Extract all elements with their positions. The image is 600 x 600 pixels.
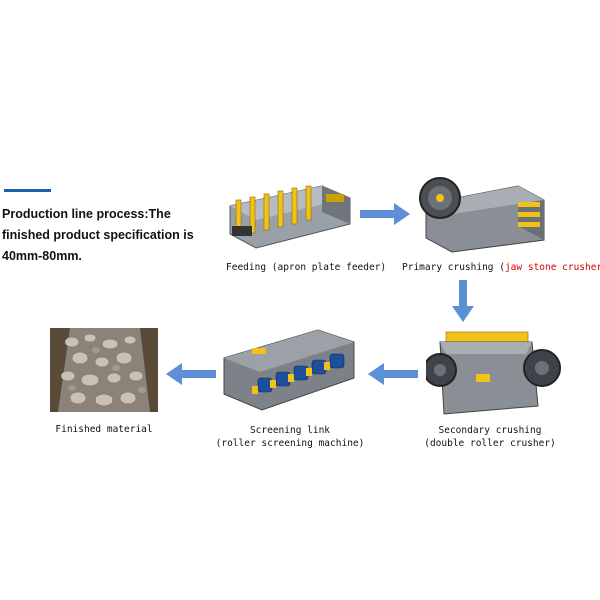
primary-caption-prefix: Primary crushing ( bbox=[402, 262, 505, 273]
arrow-down-icon bbox=[451, 280, 475, 322]
primary-caption-highlight: jaw stone crusher bbox=[504, 262, 600, 273]
double-roller-crusher-image bbox=[426, 324, 564, 420]
description-line-3: 40mm-80mm. bbox=[2, 249, 82, 263]
screening-caption: Screening link (roller screening machine… bbox=[210, 424, 370, 450]
arrow-left-icon bbox=[166, 362, 216, 386]
screening-caption-line-2: (roller screening machine) bbox=[215, 438, 365, 449]
feeding-caption: Feeding (apron plate feeder) bbox=[226, 262, 387, 273]
primary-crushing-caption: Primary crushing (jaw stone crusher) bbox=[402, 262, 600, 273]
finished-material-photo bbox=[50, 328, 158, 412]
secondary-crushing-caption: Secondary crushing (double roller crushe… bbox=[414, 424, 566, 450]
secondary-caption-line-2: (double roller crusher) bbox=[424, 438, 556, 449]
secondary-caption-line-1: Secondary crushing bbox=[438, 425, 542, 436]
arrow-right-icon bbox=[360, 202, 410, 226]
arrow-left-icon bbox=[368, 362, 418, 386]
description-line-1: Production line process:The bbox=[2, 207, 171, 221]
screening-caption-line-1: Screening link bbox=[249, 425, 331, 436]
roller-screening-machine-image bbox=[218, 324, 360, 416]
apron-plate-feeder-image bbox=[226, 178, 352, 252]
jaw-crusher-image bbox=[418, 164, 548, 254]
finished-material-caption: Finished material bbox=[55, 424, 153, 435]
description-line-2: finished product specification is bbox=[2, 228, 194, 242]
accent-underline bbox=[4, 189, 51, 192]
process-description: Production line process:The finished pro… bbox=[2, 204, 202, 267]
